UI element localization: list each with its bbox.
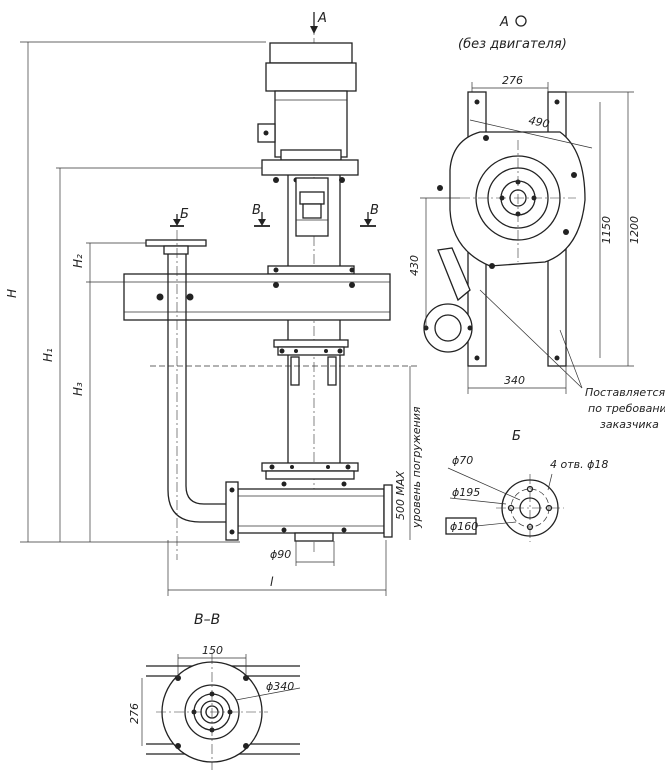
motor-flange [261,159,359,176]
view-b: Б ϕ70 ϕ195 ϕ160 4 отв. ϕ18 [445,429,608,542]
dim-b-holes: 4 отв. ϕ18 [550,458,608,471]
view-arrow-a: A [310,11,327,34]
dim-section-276: 276 [128,703,141,724]
dim-section-phi340: ϕ340 [266,680,294,693]
dim-1200: 1200 [628,216,641,244]
arrow-a-label: A [317,11,327,26]
section-marks: В В [252,203,379,227]
dim-340: 340 [504,374,525,387]
view-arrow-b: Б [170,207,189,227]
dim-b-phi160: ϕ160 [450,520,478,533]
coupling-housing [287,175,341,270]
submersion-label: уровень погружения [410,406,423,529]
dim-H3: H₃ [71,382,85,396]
section-vv: В–В 150 ϕ340 276 [128,612,301,770]
main-dimensions: H H₁ H₂ H₃ l ϕ90 [5,41,387,596]
section-mark-left: В [252,203,261,218]
motor [257,42,357,161]
main-side-view: A В [5,11,423,596]
dim-l: l [270,575,274,589]
view-b-title: Б [512,429,521,444]
dim-section-150: 150 [202,644,223,657]
submersion-dimension: 500 MAX [394,470,407,520]
dim-phi90: ϕ90 [270,548,291,561]
support-frame [123,265,391,321]
pump-housing [225,481,393,542]
dim-H1: H₁ [41,348,55,362]
view-a-title: A [499,15,509,30]
column-pipe [273,320,349,463]
dim-H2: H₂ [71,254,85,268]
dim-H: H [5,289,19,298]
section-mark-right: В [370,203,379,218]
view-a: A (без двигателя) 276 490 [408,15,665,431]
note-line-2: по требованию [588,402,665,415]
dim-b-phi70: ϕ70 [452,454,473,467]
dim-b-phi195: ϕ195 [452,486,480,499]
view-a-subtitle: (без двигателя) [458,37,567,52]
dim-490: 490 [527,114,550,131]
note-line-3: заказчика [600,418,659,431]
dim-430: 430 [408,255,421,276]
dim-276-top: 276 [502,74,523,87]
note-line-1: Поставляется [585,386,665,399]
section-title: В–В [194,612,220,628]
dim-1150: 1150 [600,216,613,244]
arrow-b-label: Б [180,207,189,222]
rotate-icon [515,15,527,27]
suction-pipe [145,230,226,560]
